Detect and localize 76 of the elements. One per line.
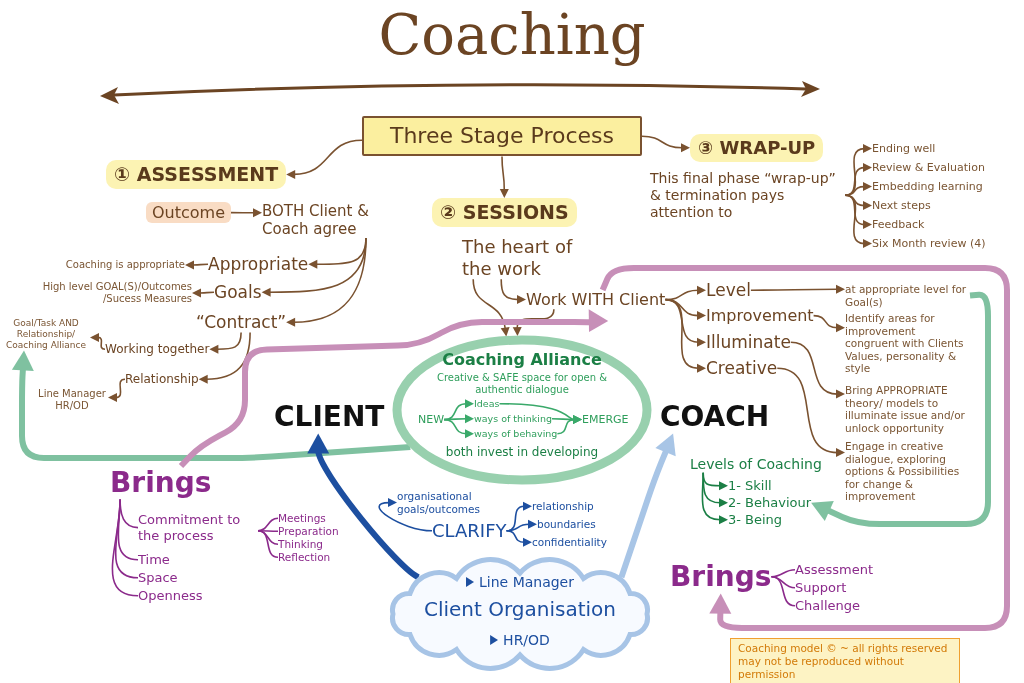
arrow [108, 378, 126, 403]
arrow [230, 208, 262, 218]
heading-text: CLIENT [274, 400, 385, 434]
band-text: Creative & SAFE space for open & authentic dialogue [436, 372, 608, 396]
label-text: Time [138, 552, 170, 568]
label-text: Preparation [278, 525, 339, 538]
process-box: Three Stage Process [362, 116, 642, 157]
label-text: The heart of the work [462, 236, 574, 280]
label-text: confidentiality [532, 536, 607, 549]
cloud-text: Client Organisation [424, 597, 616, 621]
highlighted-heading: ③ WRAP-UP [690, 134, 824, 162]
title: Coaching [378, 2, 646, 68]
label-text: Next steps [872, 199, 931, 213]
label-text: Appropriate [208, 254, 309, 275]
heading-text: Brings [110, 466, 212, 500]
band-text: both invest in developing [445, 445, 599, 460]
label-text: Reflection [278, 551, 331, 564]
label-text: Coaching is appropriate [40, 259, 185, 271]
arrow [198, 331, 251, 384]
label-text: relationship [532, 500, 594, 513]
label-text: Review & Evaluation [872, 161, 985, 175]
label-text: BOTH Client & Coach agree [262, 202, 392, 238]
arrow [90, 332, 106, 350]
arrow [378, 498, 433, 532]
arrow [185, 260, 209, 270]
arrow [286, 237, 367, 327]
arrow [499, 155, 509, 198]
label-text: “Contract” [196, 312, 287, 333]
connector-line [111, 498, 139, 597]
cloud-text: Line Manager [479, 574, 574, 591]
label-text: Goals [214, 282, 262, 303]
label-text: High level GOAL(S)/Outcomes /Sucess Measures [24, 281, 192, 305]
label-text: CLARIFY [432, 520, 507, 542]
label-text: Relationship [125, 372, 199, 387]
arrow [443, 418, 474, 439]
label-text: Embedding learning [872, 180, 983, 194]
arrow [844, 182, 872, 196]
arrow [505, 530, 532, 547]
highlighted-label: Outcome [146, 202, 232, 224]
label-text: Thinking [278, 538, 323, 551]
label-text: Feedback [872, 218, 925, 232]
copyright-note: Coaching model © ~ all rights reserved may not be reproduced without permission [730, 638, 960, 683]
arrow [844, 194, 872, 249]
arrow [641, 135, 690, 153]
arrow [192, 288, 215, 298]
arrow [443, 399, 474, 421]
label-text: organisational goals/outcomes [397, 490, 489, 516]
label-text: Openness [138, 588, 203, 604]
label-text: boundaries [537, 518, 596, 531]
label-text: NEW [418, 413, 445, 427]
label-text: Six Month review (4) [872, 237, 986, 251]
label-text: ways of behaving [474, 428, 558, 440]
highlighted-heading: ② SESSIONS [432, 198, 577, 227]
band-title: Coaching Alliance [442, 350, 602, 370]
label-text: Meetings [278, 512, 326, 525]
cloud-text: HR/OD [503, 632, 550, 649]
connector-line [257, 529, 279, 559]
highlighted-heading: ① ASSESSMENT [106, 160, 287, 189]
label-text: ways of thinking [474, 413, 552, 425]
label-text: Commitment to the process [138, 512, 258, 544]
arrow [307, 433, 421, 580]
arrow [500, 278, 526, 305]
ellipse-band [392, 335, 652, 485]
label-text: Ending well [872, 142, 936, 156]
arrow [209, 331, 242, 354]
arrow [286, 139, 363, 179]
arrow [472, 278, 510, 337]
label-text: Line Manager HR/OD [36, 388, 108, 412]
label-text: Ideas [474, 398, 500, 410]
label-text: Working together [105, 342, 210, 357]
arrow [178, 309, 609, 469]
label-text: Space [138, 570, 178, 586]
label-text: This final phase “wrap-up” & termination pays attention to [650, 170, 845, 221]
label-text: Goal/Task AND Relationship/ Coaching Alliance [2, 318, 90, 351]
arrow [556, 415, 582, 435]
arrow [11, 350, 411, 461]
